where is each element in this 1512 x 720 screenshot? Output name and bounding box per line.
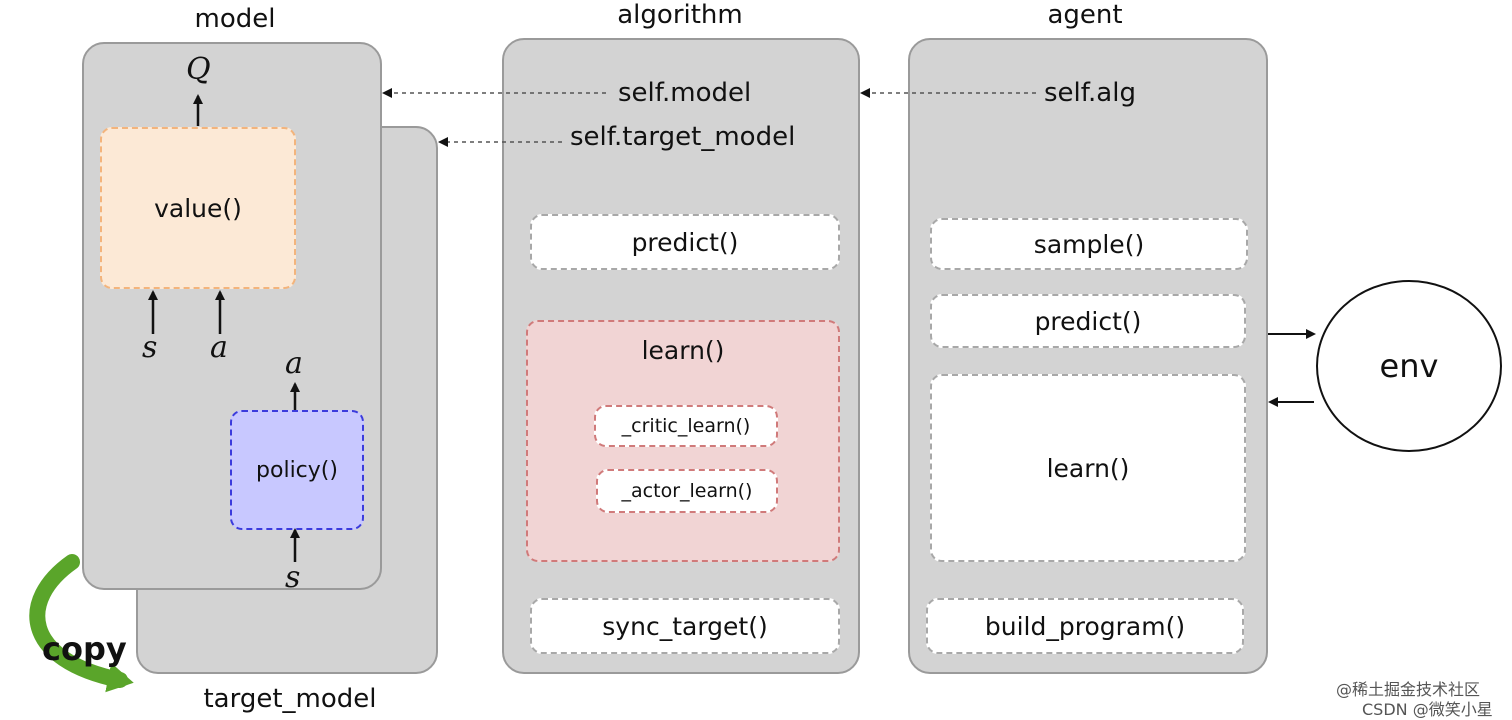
build-program-label: build_program() <box>984 611 1186 641</box>
action-input-label: a <box>210 330 228 365</box>
watermark-line2: CSDN @微笑小星 <box>1362 700 1493 719</box>
target-model-label: target_model <box>203 684 377 714</box>
copy-label: copy <box>42 630 127 668</box>
agent-predict-box: predict() <box>930 294 1246 348</box>
copy-arrow <box>29 554 134 693</box>
agent-learn-label: learn() <box>1046 453 1130 483</box>
self-target-model-attr: self.target_model <box>570 122 796 152</box>
q-output-label: Q <box>186 52 211 87</box>
sync-target-label: sync_target() <box>602 611 768 641</box>
algorithm-predict-box: predict() <box>530 214 840 270</box>
agent-sample-label: sample() <box>1033 229 1145 259</box>
algorithm-predict-label: predict() <box>631 227 739 257</box>
agent-predict-label: predict() <box>1034 306 1142 336</box>
self-alg-attr: self.alg <box>1044 78 1136 108</box>
agent-panel <box>908 38 1268 674</box>
agent-learn-box: learn() <box>930 374 1246 562</box>
watermark-line1: @稀土掘金技术社区 <box>1336 680 1481 699</box>
env-circle: env <box>1316 280 1502 452</box>
policy-label: policy() <box>256 457 338 483</box>
value-label: value() <box>154 193 242 223</box>
algorithm-learn-label: learn() <box>641 336 725 365</box>
agent-title: agent <box>1047 0 1123 30</box>
critic-learn-box: _critic_learn() <box>594 405 778 447</box>
self-model-attr: self.model <box>618 78 752 108</box>
policy-state-input-label: s <box>285 560 301 595</box>
model-title: model <box>194 4 276 34</box>
algorithm-title: algorithm <box>617 0 743 30</box>
env-label: env <box>1379 347 1439 385</box>
value-function-box: value() <box>100 127 296 289</box>
action-output-label: a <box>285 346 303 381</box>
critic-learn-label: _critic_learn() <box>621 415 751 437</box>
actor-learn-box: _actor_learn() <box>596 469 778 513</box>
state-input-label: s <box>142 330 158 365</box>
build-program-box: build_program() <box>926 598 1244 654</box>
actor-learn-label: _actor_learn() <box>621 480 753 502</box>
agent-sample-box: sample() <box>930 218 1248 270</box>
sync-target-box: sync_target() <box>530 598 840 654</box>
policy-function-box: policy() <box>230 410 364 530</box>
